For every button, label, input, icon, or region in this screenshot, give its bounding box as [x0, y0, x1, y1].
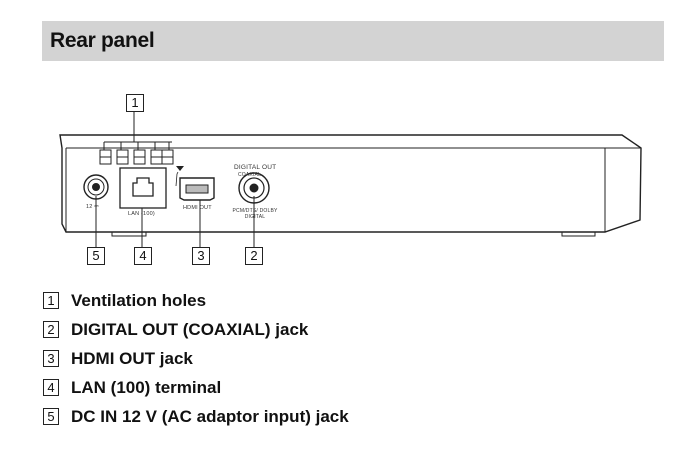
legend-item: 1 Ventilation holes — [43, 286, 349, 315]
legend-number: 3 — [43, 350, 59, 367]
legend-text: Ventilation holes — [71, 290, 207, 310]
dc-in-jack — [83, 174, 109, 200]
player-body — [59, 134, 642, 237]
lan-port — [119, 167, 167, 209]
legend-item: 4 LAN (100) terminal — [43, 373, 349, 402]
section-title: Rear panel — [50, 29, 155, 52]
legend-number: 4 — [43, 379, 59, 396]
callout-lines — [95, 111, 255, 247]
legend-number: 5 — [43, 408, 59, 425]
callout-4: 4 — [134, 247, 152, 265]
legend-text: LAN (100) terminal — [71, 377, 222, 397]
callout-5: 5 — [87, 247, 105, 265]
section-header: Rear panel — [42, 21, 664, 61]
legend-item: 3 HDMI OUT jack — [43, 344, 349, 373]
legend-text: DIGITAL OUT (COAXIAL) jack — [71, 319, 309, 339]
legend-number: 1 — [43, 292, 59, 309]
hdmi-label: HDMI OUT — [183, 205, 212, 211]
coaxial-label: COAXIAL — [238, 172, 262, 178]
callout-2: 2 — [245, 247, 263, 265]
legend-text: HDMI OUT jack — [71, 348, 193, 368]
legend-item: 2 DIGITAL OUT (COAXIAL) jack — [43, 315, 349, 344]
legend-item: 5 DC IN 12 V (AC adaptor input) jack — [43, 402, 349, 431]
digital-out-label: DIGITAL OUT — [234, 164, 277, 171]
coaxial-jack — [238, 172, 270, 204]
lan-label: LAN (100) — [128, 211, 155, 217]
pcm-dts-label: PCM/DTS/ DOLBY DIGITAL — [232, 208, 278, 220]
legend-text: DC IN 12 V (AC adaptor input) jack — [71, 406, 349, 426]
callout-1: 1 — [126, 94, 144, 112]
callout-3: 3 — [192, 247, 210, 265]
dc-in-label: 12 ⎓ — [86, 204, 99, 210]
hdmi-port — [175, 166, 215, 201]
legend-list: 1 Ventilation holes 2 DIGITAL OUT (COAXI… — [43, 286, 349, 431]
legend-number: 2 — [43, 321, 59, 338]
ventilation-holes — [99, 149, 174, 165]
